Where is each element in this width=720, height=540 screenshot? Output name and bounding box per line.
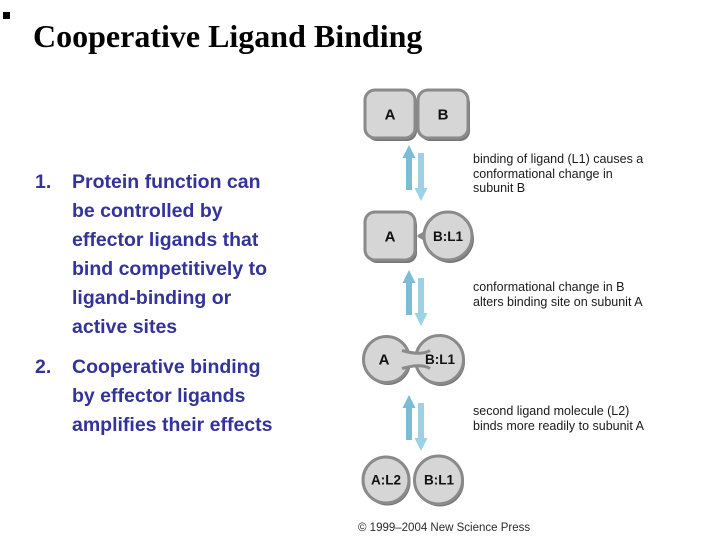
annotation-line: conformational change in B [473,280,625,294]
equilibrium-arrows-icon [402,270,428,326]
subunit-label: B:L1 [433,229,463,244]
stage-2-subunits: A B:L1 [363,210,474,263]
subunit-b-l1-circle [413,454,464,506]
subunit-a-square [363,88,417,140]
bullet-point-1: 1. Protein function can be controlled by… [35,168,267,342]
subunit-label: A [385,229,396,246]
point-number: 1. [35,171,52,193]
annotation-2: conformational change in B alters bindin… [473,280,643,309]
point-line: be controlled by [72,200,223,222]
point-line: amplifies their effects [72,414,273,436]
point-line: bind competitively to [72,258,268,280]
annotation-line: alters binding site on subunit A [473,294,643,309]
point-line: Cooperative binding [72,356,261,378]
equilibrium-arrows-icon [402,145,428,201]
subunit-label: B [438,107,449,124]
annotation-line: second ligand molecule (L2) [473,404,630,418]
subunit-label: A [379,352,390,369]
annotation-line: binding of ligand (L1) causes a [473,152,644,166]
ligand-binding-diagram: A B A B:L1 A B:L1 [361,88,474,507]
point-number: 2. [35,356,52,378]
slide-corner-artifact [3,12,10,19]
subunit-label: B:L1 [424,473,454,488]
subunit-a-square [363,210,417,262]
annotation-line: binds more readily to subunit A [473,418,644,433]
annotation-line: conformational change in [473,166,613,181]
stage-4-subunits: A:L2 B:L1 [361,454,464,507]
copyright-text: © 1999–2004 New Science Press [358,522,531,534]
point-text: Protein function can be controlled by ef… [72,168,267,342]
annotation-1: binding of ligand (L1) causes a conforma… [473,152,643,196]
point-line: by effector ligands [72,385,246,407]
stage-3-subunits: A B:L1 [362,334,465,386]
point-line: Protein function can [72,171,261,193]
point-line: active sites [72,316,178,338]
subunit-a-l2-circle [361,455,411,505]
bullet-point-2: 2. Cooperative binding by effector ligan… [35,353,272,440]
subunit-b-square [416,88,470,140]
annotation-line: subunit B [473,181,526,195]
subunit-b-l1-blob [422,210,474,262]
subunit-label: A:L2 [371,473,401,488]
equilibrium-arrows-icon [402,395,428,451]
point-line: effector ligands that [72,229,259,251]
slide-title: Cooperative Ligand Binding [33,18,423,54]
subunit-label: A [385,107,396,124]
point-text: Cooperative binding by effector ligands … [72,353,272,440]
subunit-label: B:L1 [425,352,455,367]
annotation-3: second ligand molecule (L2) binds more r… [473,404,644,433]
point-line: ligand-binding or [72,287,232,309]
stage-1-subunits: A B [363,88,470,141]
